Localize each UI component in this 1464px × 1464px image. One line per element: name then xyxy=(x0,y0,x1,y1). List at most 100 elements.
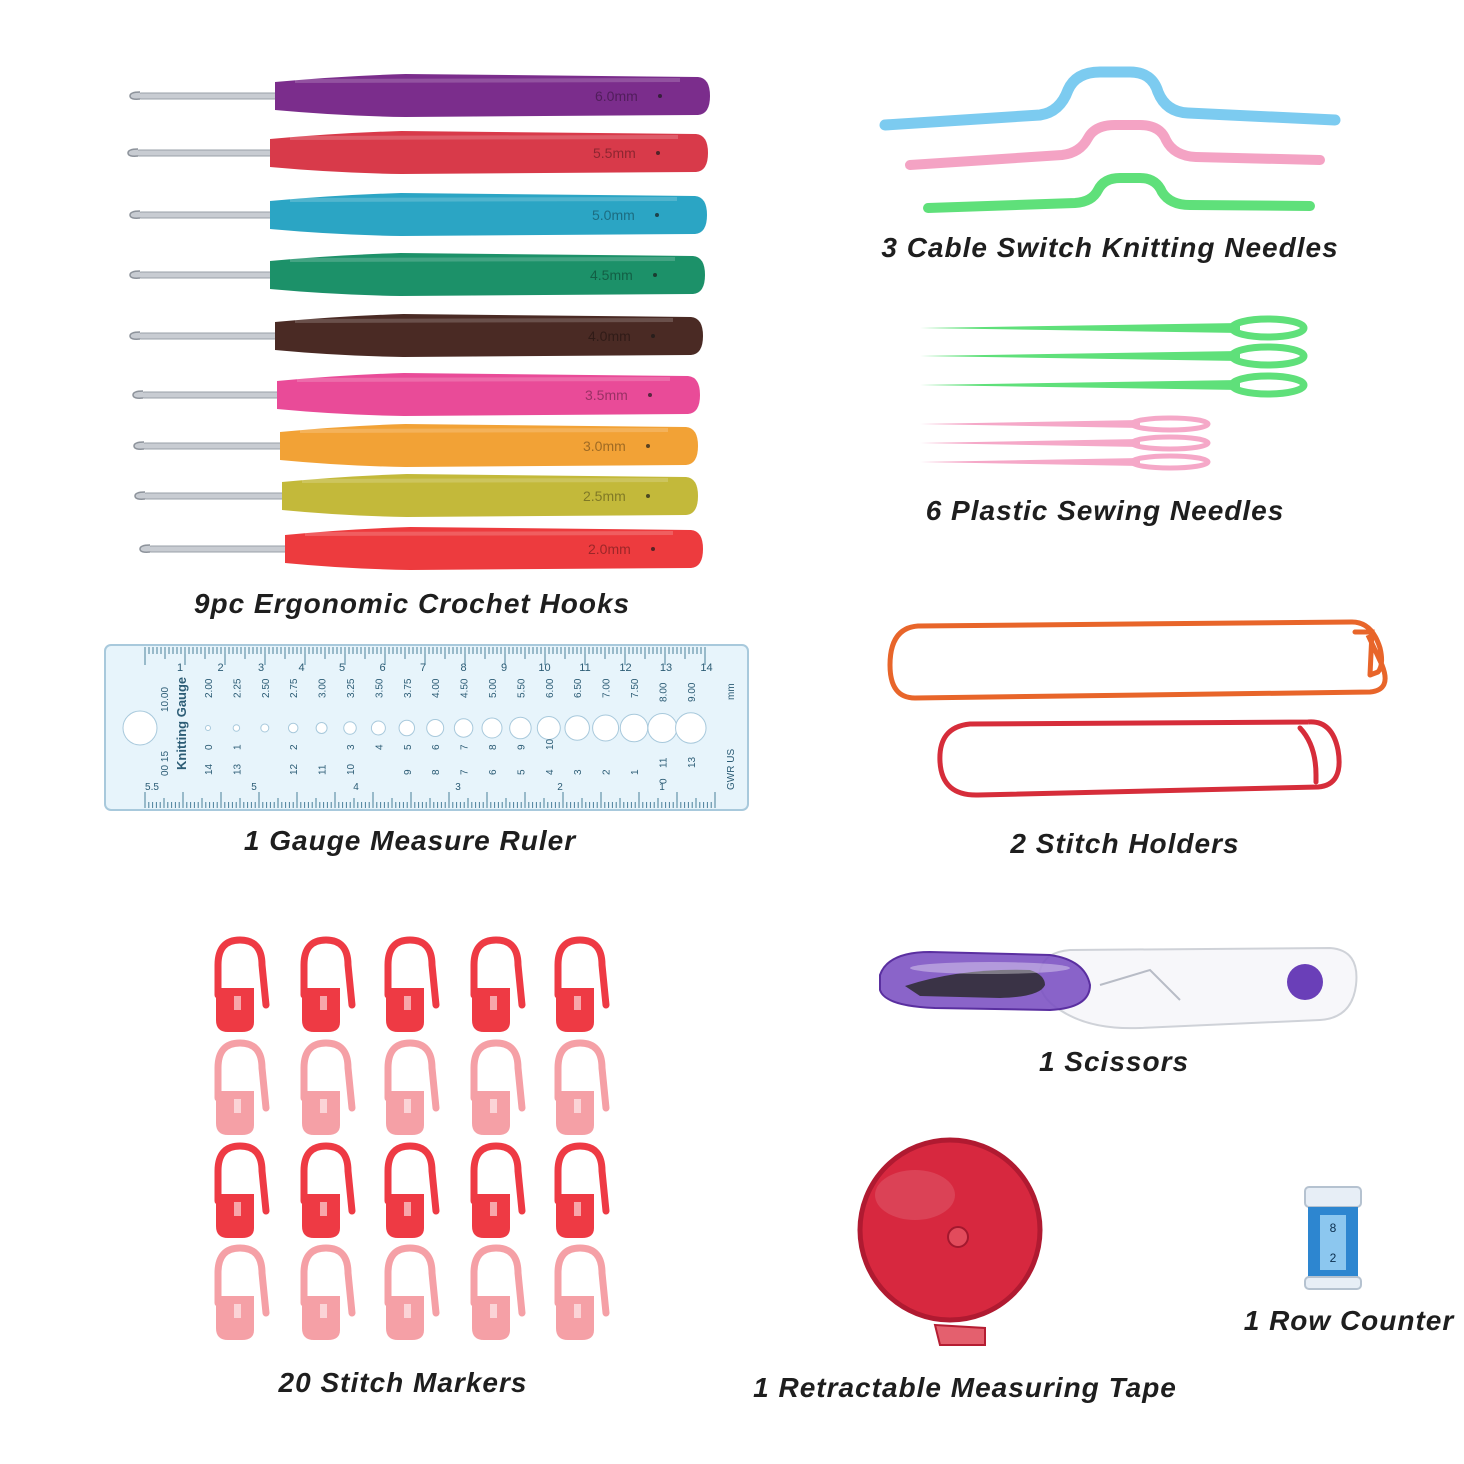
marker-slot xyxy=(320,1099,327,1113)
hook-size-label: 4.0mm xyxy=(588,328,631,344)
tape-tab xyxy=(933,1323,986,1346)
hook-handle-dot xyxy=(648,393,652,397)
hook-handle xyxy=(282,474,698,517)
hook-handle xyxy=(275,74,710,117)
stitch-marker xyxy=(470,936,526,1032)
hook-handle-dot xyxy=(646,494,650,498)
ruler-size-hole xyxy=(260,723,270,733)
tape-case-rim xyxy=(857,1137,1043,1323)
hook-handle-dot xyxy=(651,334,655,338)
marker-slot xyxy=(320,1202,327,1216)
ruler-top-number: 6 xyxy=(379,662,385,674)
sewing-needle-small xyxy=(920,434,1211,452)
counter-bottom-cap xyxy=(1304,1276,1362,1290)
marker-loop xyxy=(470,1244,526,1317)
ruler-us-label: 1 xyxy=(232,744,243,750)
ruler-mm-label: 5.50 xyxy=(516,678,527,698)
cable-needle-blue xyxy=(879,66,1341,131)
stitch-marker xyxy=(384,1244,440,1340)
ruler-top-number: 3 xyxy=(258,662,264,674)
ruler-size-hole xyxy=(370,720,386,736)
ruler-uk-label: 4 xyxy=(545,769,556,775)
hook-handle xyxy=(285,527,703,570)
needle-eye xyxy=(1129,434,1211,452)
hook-head xyxy=(133,441,145,450)
hook-size-label: 5.0mm xyxy=(592,207,635,223)
marker-loop xyxy=(554,1142,610,1215)
ruler-mm-unit: mm xyxy=(726,683,737,700)
marker-loop xyxy=(384,1142,440,1215)
crochet-hook: 2.5mm xyxy=(134,474,698,517)
marker-loop xyxy=(470,936,526,1009)
sewing-needle-small xyxy=(920,415,1211,433)
ruler-mm-label: 6.00 xyxy=(545,678,556,698)
marker-loop xyxy=(214,936,270,1009)
sewing-needle-large xyxy=(920,343,1308,369)
ruler-top-number: 1 xyxy=(177,662,183,674)
ruler-us-label: 4 xyxy=(374,744,385,750)
ruler-us-label: 7 xyxy=(460,744,471,750)
hook-handle-shine xyxy=(294,78,681,83)
ruler-mm-label: 8.00 xyxy=(658,682,669,702)
ruler-us-label: 3 xyxy=(346,744,357,750)
ruler-uk-label: 14 xyxy=(204,763,215,775)
hook-handle-shine xyxy=(304,531,674,536)
counter-top-cap xyxy=(1304,1186,1362,1208)
marker-slot xyxy=(404,1202,411,1216)
hook-handle xyxy=(270,131,708,174)
stitch-marker xyxy=(554,1142,610,1238)
ruler-size-hole xyxy=(453,718,474,738)
needle-eye xyxy=(1129,453,1211,471)
hook-head xyxy=(129,270,141,279)
stitch-marker xyxy=(554,1039,610,1135)
ruler-size-hole xyxy=(315,722,328,734)
stitch-marker xyxy=(300,1039,356,1135)
ruler-bottom-number: 4 xyxy=(353,782,359,793)
marker-slot xyxy=(234,996,241,1010)
ruler-mm-label: 2.25 xyxy=(232,678,243,698)
hook-head xyxy=(129,91,141,100)
hook-head xyxy=(134,491,146,500)
ruler-top-number: 8 xyxy=(460,662,466,674)
sewing-needle-large xyxy=(920,372,1308,398)
sewing-needle-small xyxy=(920,453,1211,471)
caption-scissors: 1 Scissors xyxy=(1038,1046,1190,1077)
hook-handle xyxy=(275,314,703,357)
ruler-bottom-number: 1 xyxy=(659,782,665,793)
ruler-mm-label: 3.50 xyxy=(374,678,385,698)
ruler-title: Knitting Gauge xyxy=(174,677,189,770)
hook-size-label: 4.5mm xyxy=(590,267,633,283)
ruler-size-hole xyxy=(675,712,707,744)
ruler-uk-label: 6 xyxy=(488,769,499,775)
ruler-mm-label: 3.75 xyxy=(403,678,414,698)
ruler-size-hole xyxy=(509,716,532,740)
tape-case-highlight xyxy=(875,1170,955,1220)
marker-loop xyxy=(300,936,356,1009)
ruler-us-label: 0 xyxy=(204,744,215,750)
hook-head xyxy=(129,210,141,219)
marker-slot xyxy=(490,1202,497,1216)
marker-loop xyxy=(214,1244,270,1317)
scissors-purple-button xyxy=(1287,964,1323,1000)
ruler-mm-label: 2.75 xyxy=(289,678,300,698)
marker-loop xyxy=(300,1244,356,1317)
hook-handle-shine xyxy=(289,197,678,202)
caption-sewing-needles: 6 Plastic Sewing Needles xyxy=(925,495,1285,526)
caption-stitch-markers: 20 Stitch Markers xyxy=(278,1367,528,1398)
counter-window xyxy=(1320,1215,1346,1270)
marker-slot xyxy=(320,996,327,1010)
stitch-marker xyxy=(300,1142,356,1238)
marker-slot xyxy=(404,996,411,1010)
marker-slot xyxy=(574,1202,581,1216)
marker-slot xyxy=(404,1304,411,1318)
crochet-hook: 4.5mm xyxy=(129,253,705,296)
counter-digit-top: 8 xyxy=(1330,1221,1337,1235)
ruler-top-number: 4 xyxy=(298,662,304,674)
ruler-left-size: 10.00 xyxy=(160,687,171,712)
cable-needle-green xyxy=(923,173,1315,213)
ruler-uk-label: 2 xyxy=(602,769,613,775)
ruler-mm-label: 4.00 xyxy=(431,678,442,698)
